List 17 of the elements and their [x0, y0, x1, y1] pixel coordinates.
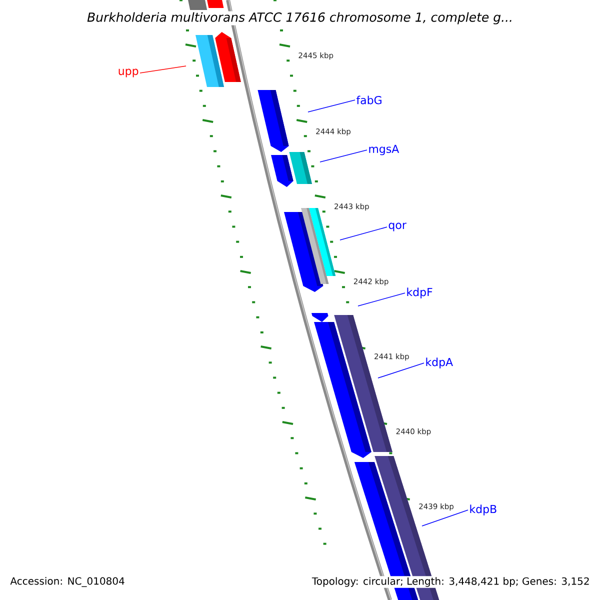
title: Burkholderia multivorans ATCC 17616 chromosome 1, complete g...: [86, 11, 514, 26]
leader-line: [422, 510, 468, 526]
accession-label: Accession: NC_010804: [9, 576, 126, 588]
leader-line: [340, 226, 388, 240]
gene-label: kdpB: [470, 504, 496, 516]
leader-line: [378, 362, 424, 378]
topology-label: Topology: circular; Length: 3,448,421 bp; Genes: 3,152: [310, 576, 591, 588]
gene-label: upp: [118, 68, 138, 78]
leader-line: [140, 66, 186, 74]
leader-line: [320, 150, 368, 162]
gene-label: kdpA: [426, 358, 453, 368]
leader-line: [358, 292, 406, 306]
gene-label: kdpF: [407, 288, 432, 298]
gene-label: qor: [388, 222, 406, 232]
leader-line: [308, 100, 356, 112]
gene-label: fabG: [356, 96, 382, 104]
gene-label: mgsA: [369, 144, 400, 156]
